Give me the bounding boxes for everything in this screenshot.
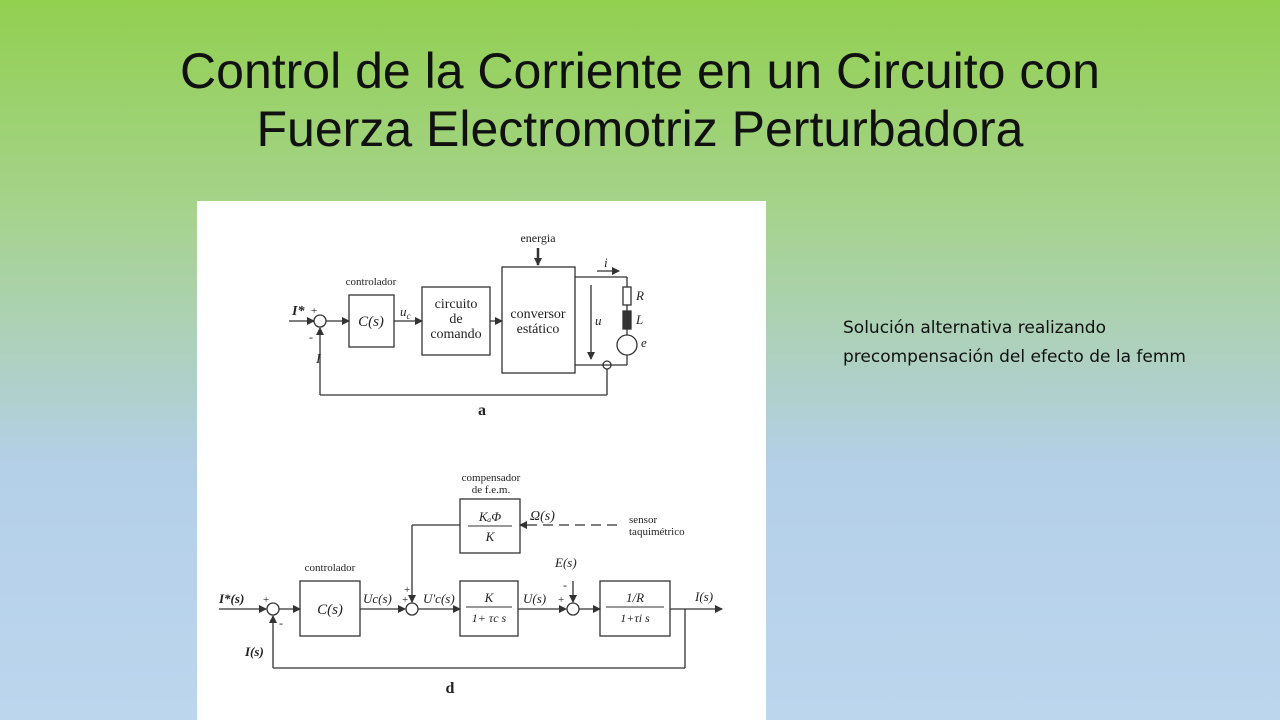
a-command-line-1: circuito — [435, 297, 478, 312]
d-uc-prime-label: U'c(s) — [423, 591, 455, 606]
d-compensator-line-1: compensador — [462, 472, 521, 484]
d-output-label: I(s) — [694, 589, 713, 604]
a-command-line-2: de — [449, 312, 462, 327]
note-line-2: precompensación del efecto de la femm — [843, 347, 1186, 367]
a-resistor — [622, 286, 632, 306]
a-inductor-label: L — [635, 312, 643, 327]
a-converter-line-2: estático — [517, 322, 560, 337]
a-plus-sign: + — [311, 305, 317, 317]
d-ref-input: I*(s) — [218, 591, 244, 606]
d-controller-label: controlador — [305, 562, 356, 574]
d-load-den: 1+τi s — [620, 611, 650, 625]
block-diagram-svg: energia controlador C(s) I* + - I uc cir… — [218, 231, 723, 697]
slide-title: Control de la Corriente en un Circuito c… — [40, 42, 1240, 158]
a-energy-label: energia — [520, 231, 556, 245]
d-feedback-label: I(s) — [244, 644, 264, 659]
d-compensator-den: K — [485, 529, 496, 544]
title-line-1: Control de la Corriente en un Circuito c… — [180, 43, 1100, 99]
a-converter-block — [501, 266, 576, 374]
a-control-signal: uc — [400, 304, 411, 321]
a-resistor-label: R — [635, 288, 644, 303]
a-caption: a — [478, 402, 486, 419]
a-command-line-3: comando — [430, 327, 481, 342]
d-compensator-line-2: de f.e.m. — [472, 484, 511, 496]
a-emf-label: e — [641, 335, 647, 350]
d-compensator-num: KₐΦ — [478, 509, 501, 524]
d-controller-tf: C(s) — [317, 602, 343, 618]
a-minus-sign: - — [309, 330, 313, 344]
d-caption: d — [446, 680, 455, 697]
d-sensor-line-2: taquimétrico — [629, 526, 685, 538]
d-plus-sign-1: + — [263, 594, 269, 606]
title-line-2: Fuerza Electromotriz Perturbadora — [256, 101, 1024, 157]
d-u-label: U(s) — [523, 591, 546, 606]
d-sensor-line-1: sensor — [629, 514, 657, 526]
d-plus-sign-2: + — [402, 594, 408, 606]
a-inductor — [622, 310, 632, 330]
d-e-label: E(s) — [554, 555, 577, 570]
a-ref-input: I* — [291, 304, 305, 319]
a-controller-label: controlador — [346, 276, 397, 288]
a-controller-tf: C(s) — [358, 314, 384, 330]
d-minus-sign-1: - — [279, 616, 283, 630]
d-plus-sign-4: + — [558, 594, 564, 606]
d-plus-sign-3: + — [404, 584, 410, 596]
d-uc-label: Uc(s) — [363, 591, 392, 606]
a-emf-source — [616, 334, 638, 356]
d-converter-num: K — [484, 590, 495, 605]
d-load-num: 1/R — [626, 590, 644, 605]
a-feedback-label: I — [315, 352, 322, 367]
d-converter-den: 1+ τc s — [472, 611, 507, 625]
a-voltage-label: u — [595, 313, 602, 328]
note-line-1: Solución alternativa realizando — [843, 318, 1107, 338]
d-summing-junction-3 — [566, 602, 580, 616]
solution-note: Solución alternativa realizando precompe… — [843, 314, 1263, 372]
d-omega-label: Ω(s) — [530, 509, 555, 524]
d-minus-sign-2: - — [563, 578, 567, 592]
a-converter-line-1: conversor — [510, 307, 566, 322]
a-current-label: i — [604, 255, 608, 270]
block-diagram-figure: energia controlador C(s) I* + - I uc cir… — [197, 201, 766, 720]
